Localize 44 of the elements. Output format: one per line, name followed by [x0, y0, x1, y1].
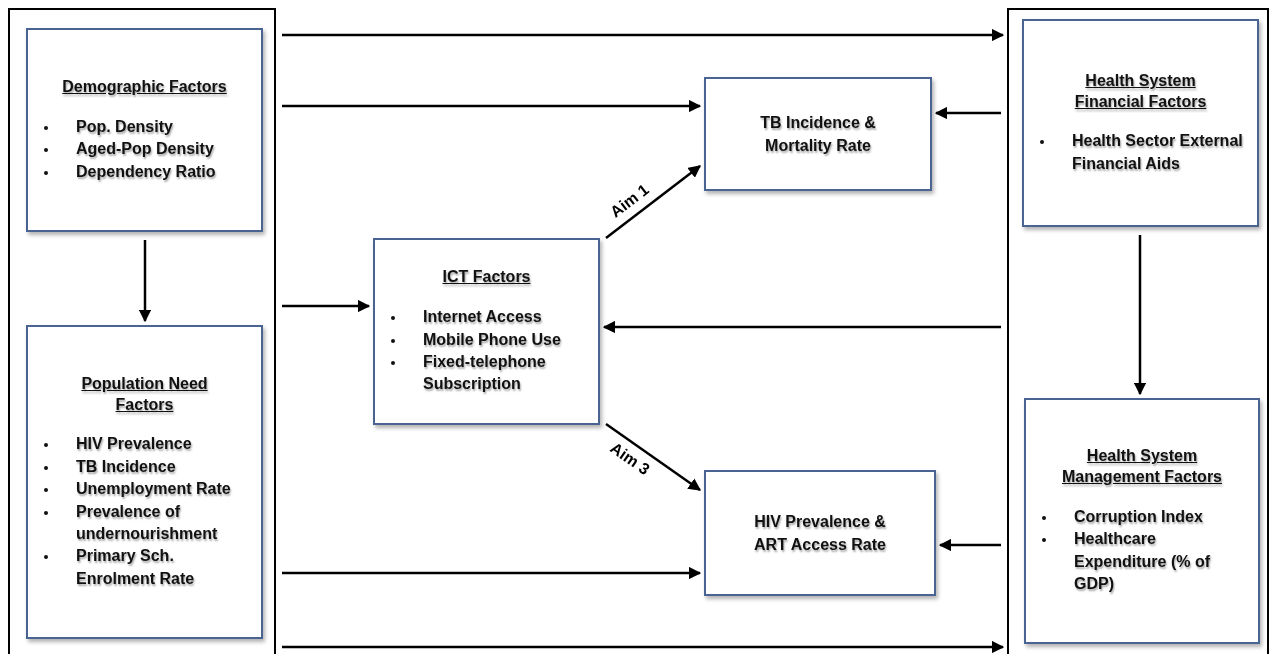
factor-box: [1024, 398, 1260, 644]
factor-box: [1022, 19, 1259, 227]
list-item: HIV Prevalence: [36, 433, 253, 456]
arrow: [602, 320, 1001, 334]
list-item: Prevalence of undernourishment: [36, 500, 253, 546]
edge-label: Aim 3: [607, 439, 654, 480]
list-item: Internet Access: [383, 306, 590, 329]
outcome-box: [704, 470, 936, 596]
arrow: [605, 422, 701, 492]
list-item: Health Sector External Financial Aids: [1032, 130, 1249, 176]
arrow: [282, 566, 702, 580]
list-item: Healthcare Expenditure (% of GDP): [1034, 528, 1250, 596]
list-item: Aged-Pop Density: [36, 138, 253, 161]
box-heading: Health System Financial Factors: [1073, 70, 1208, 112]
outcome-title: TB Incidence & Mortality Rate: [759, 112, 877, 156]
factor-box: [26, 28, 263, 232]
list-item: Fixed-telephone Subscription: [383, 350, 590, 396]
list-item: Dependency Ratio: [36, 160, 253, 183]
factor-box: [373, 238, 600, 425]
arrow: [282, 299, 371, 313]
list-item: Unemployment Rate: [36, 478, 253, 501]
box-heading: Demographic Factors: [61, 77, 228, 97]
edge-label: Aim 1: [606, 180, 653, 222]
list-item: Pop. Density: [36, 115, 253, 139]
outcome-title: HIV Prevalence & ART Access Rate: [753, 511, 887, 555]
arrow: [282, 28, 1005, 42]
box-heading: Health System Management Factors: [1060, 446, 1223, 488]
list-item: TB Incidence: [36, 455, 253, 479]
arrow: [605, 165, 701, 239]
box-heading: Population Need Factors: [80, 373, 209, 415]
arrow: [138, 240, 152, 323]
group-frame: [1007, 8, 1269, 654]
box-heading: ICT Factors: [441, 267, 532, 288]
arrow: [1133, 235, 1147, 396]
arrow: [282, 640, 1005, 654]
arrow: [282, 99, 702, 113]
group-frame: [8, 8, 276, 654]
list-item: Primary Sch. Enrolment Rate: [36, 545, 253, 591]
list-item: Mobile Phone Use: [383, 328, 590, 351]
outcome-box: [704, 77, 932, 191]
arrow: [934, 106, 1001, 120]
factor-box: [26, 325, 263, 639]
arrow: [938, 538, 1001, 552]
list-item: Corruption Index: [1034, 506, 1250, 529]
